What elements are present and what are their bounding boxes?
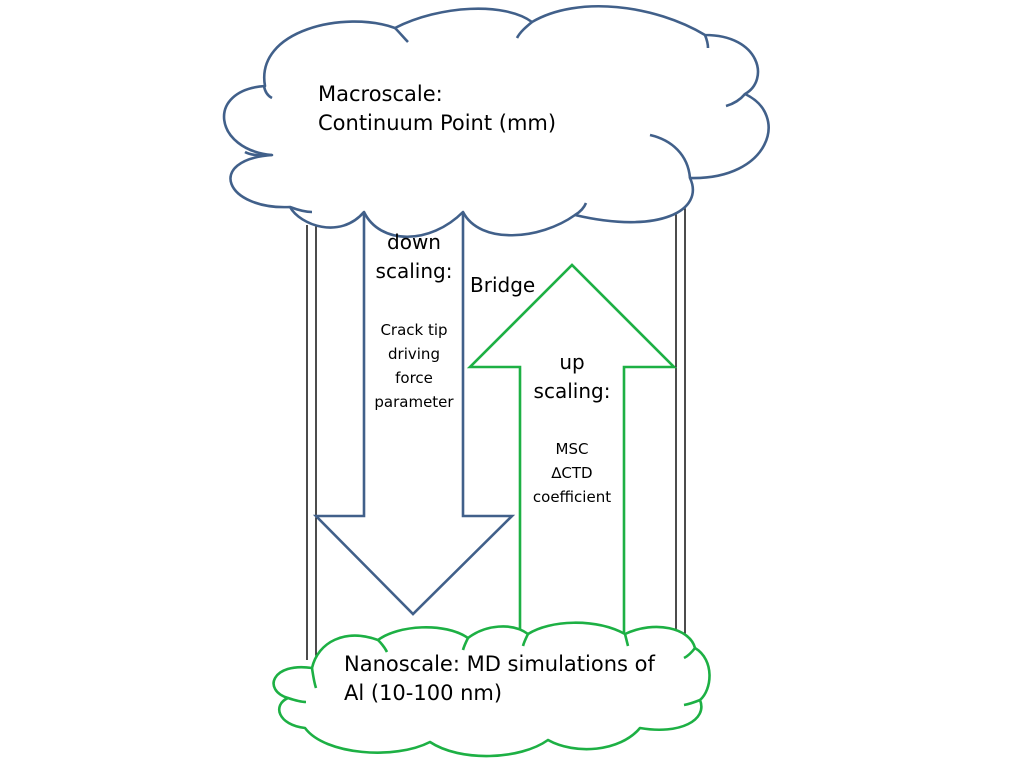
downscaling-desc-line-2: driving — [388, 345, 440, 363]
macroscale-line-2: Continuum Point (mm) — [318, 111, 557, 136]
downscaling-title-line-1: down — [387, 230, 441, 254]
upscaling-description: MSC ∆CTD coefficient — [522, 437, 622, 509]
cloud-arc — [377, 639, 389, 653]
down-scaling-arrow — [312, 212, 516, 616]
upscaling-title-line-2: scaling: — [533, 379, 611, 403]
downscaling-desc-line-3: force — [395, 369, 433, 387]
cloud-arc — [649, 133, 692, 179]
cloud-arc — [289, 205, 313, 214]
downscaling-desc-line-4: parameter — [374, 393, 454, 411]
cloud-arc — [683, 698, 701, 707]
nanoscale-cloud-inner-arcs — [287, 633, 701, 707]
downscaling-desc-line-1: Crack tip — [380, 321, 448, 339]
downscaling-title-line-2: scaling: — [375, 259, 453, 283]
cloud-arc — [244, 150, 273, 157]
macroscale-cloud-outline — [222, 5, 770, 239]
downscaling-title: down scaling: — [364, 230, 464, 284]
macroscale-line-1: Macroscale: — [318, 82, 443, 106]
cloud-arc — [515, 21, 533, 39]
nanoscale-label: Nanoscale: MD simulations of Al (10-100 … — [344, 651, 655, 707]
nanoscale-cloud-outline — [272, 621, 711, 758]
cloud-arc — [310, 667, 318, 689]
upscaling-title-line-1: up — [559, 350, 585, 374]
cloud-arc — [287, 696, 307, 704]
upscaling-desc-line-3: coefficient — [532, 488, 612, 506]
bridge-label: Bridge — [470, 273, 536, 297]
macroscale-cloud — [222, 5, 770, 239]
nanoscale-line-2: Al (10-100 nm) — [344, 681, 503, 706]
upscaling-desc-line-2: ∆CTD — [551, 464, 593, 482]
cloud-arc — [574, 202, 588, 217]
cloud-arc — [703, 34, 710, 49]
macroscale-cloud-inner-arcs — [244, 21, 746, 217]
nanoscale-line-1: Nanoscale: MD simulations of — [344, 652, 655, 676]
downscaling-description: Crack tip driving force parameter — [364, 318, 464, 414]
macroscale-label: Macroscale: Continuum Point (mm) — [318, 81, 556, 137]
cloud-arc — [725, 93, 746, 108]
cloud-arc — [683, 647, 697, 660]
upscaling-desc-line-1: MSC — [555, 440, 589, 458]
cloud-arc — [623, 633, 630, 647]
cloud-arc — [394, 27, 409, 43]
upscaling-title: up scaling: — [522, 350, 622, 404]
cloud-arc — [461, 637, 470, 651]
nanoscale-cloud — [272, 621, 711, 758]
cloud-arc — [262, 85, 273, 100]
bridge-lines — [306, 205, 686, 660]
cloud-arc — [521, 633, 530, 647]
up-scaling-arrow — [466, 263, 678, 638]
